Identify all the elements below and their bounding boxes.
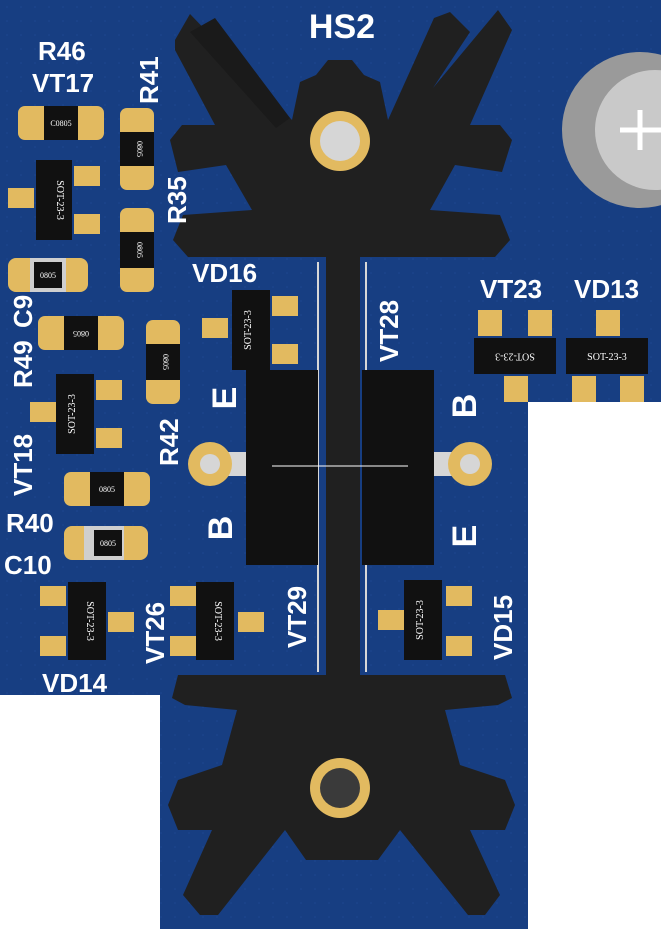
designator-c9: C9 — [8, 295, 38, 328]
part-text: 0805 — [135, 242, 144, 258]
part-text: 0805 — [99, 485, 115, 494]
designator-vt17: VT17 — [32, 68, 94, 98]
resistor-r46: C0805 — [18, 106, 104, 140]
part-text: C0805 — [50, 119, 71, 128]
heatsink-hole-bottom — [310, 758, 370, 818]
part-text: 0805 — [135, 141, 144, 157]
pin-label-b-right: B — [446, 394, 484, 419]
resistor-r35: 0805 — [120, 208, 154, 292]
sot23-vd15: SOT-23-3 — [378, 580, 472, 660]
designator-vd14: VD14 — [42, 668, 108, 698]
heatsink-hole-top — [310, 111, 370, 171]
designator-vd15: VD15 — [488, 595, 518, 660]
sot23-vt23: SOT-23-3 — [474, 310, 556, 402]
power-transistor-vt28 — [362, 370, 492, 565]
part-text: 0805 — [40, 271, 56, 280]
designator-r46: R46 — [38, 36, 86, 66]
capacitor-c9: 0805 — [8, 258, 88, 292]
pin-label-e-right: E — [446, 525, 484, 548]
resistor-r42: 0805 — [146, 320, 180, 404]
chip-text: SOT-23-3 — [67, 394, 78, 434]
designator-r41: R41 — [134, 56, 164, 104]
part-text: 0805 — [73, 329, 89, 338]
designator-vd16: VD16 — [192, 258, 257, 288]
designator-r42: R42 — [154, 418, 184, 466]
part-text: 0805 — [161, 354, 170, 370]
designator-vt18: VT18 — [8, 434, 38, 496]
designator-c10: C10 — [4, 550, 52, 580]
mounting-screw — [562, 52, 661, 208]
sot23-vd13: SOT-23-3 — [566, 310, 648, 402]
designator-vd13: VD13 — [574, 274, 639, 304]
chip-text: SOT-23-3 — [587, 352, 627, 363]
designator-vt29: VT29 — [282, 586, 312, 648]
resistor-r49: 0805 — [38, 316, 124, 350]
chip-text: SOT-23-3 — [495, 351, 535, 362]
chip-text: SOT-23-3 — [243, 310, 254, 350]
designator-vt26: VT26 — [140, 602, 170, 664]
resistor-r40: 0805 — [64, 472, 150, 506]
heatsink-designator: HS2 — [309, 8, 375, 46]
designator-vt23: VT23 — [480, 274, 542, 304]
designator-r35: R35 — [162, 176, 192, 224]
chip-text: SOT-23-3 — [212, 601, 223, 641]
chip-text: SOT-23-3 — [54, 180, 65, 220]
heatsink-stem — [326, 255, 360, 680]
designator-r49: R49 — [8, 340, 38, 388]
designator-vt28: VT28 — [374, 300, 404, 362]
designator-r40: R40 — [6, 508, 54, 538]
resistor-r41: 0805 — [120, 108, 154, 190]
chip-text: SOT-23-3 — [84, 601, 95, 641]
sot23-vt17: SOT-23-3 — [8, 160, 100, 240]
sot23-vt18: SOT-23-3 — [30, 374, 122, 454]
capacitor-c10: 0805 — [64, 526, 148, 560]
chip-text: SOT-23-3 — [415, 600, 426, 640]
pin-label-e-left: E — [206, 387, 244, 410]
sot23-vd14: SOT-23-3 — [40, 582, 134, 660]
part-text: 0805 — [100, 539, 116, 548]
sot23-vt26: SOT-23-3 — [170, 582, 264, 660]
power-transistor-vt29 — [188, 370, 318, 565]
sot23-vd16: SOT-23-3 — [202, 290, 298, 370]
pin-label-b-left: B — [202, 516, 240, 541]
